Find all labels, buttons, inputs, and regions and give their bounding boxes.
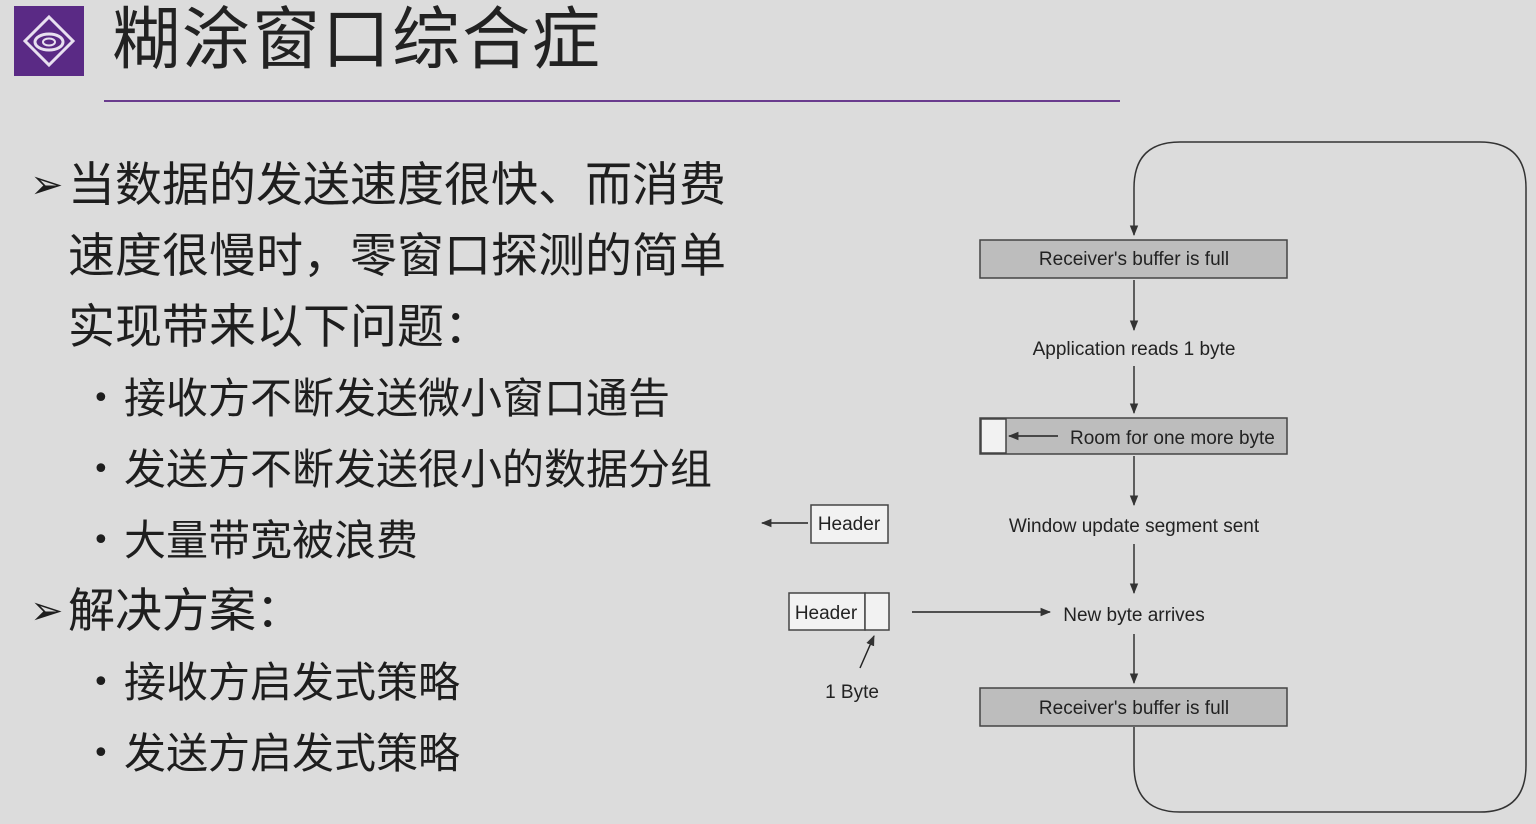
bullet-text: 当数据的发送速度很快、而消费速度很慢时，零窗口探测的简单实现带来以下问题： (68, 158, 726, 355)
arrow-bullet-icon: ➢ (30, 588, 64, 634)
dot-bullet-icon: • (92, 665, 110, 700)
byte-pointer-arrow (859, 635, 875, 669)
dot-bullet-icon: • (92, 736, 110, 771)
bullet-text: 解决方案： (68, 584, 303, 639)
header-label: Header (818, 514, 881, 535)
sub-bullet: • 发送方启发式策略 (30, 718, 750, 789)
buffer-full-label: Receiver's buffer is full (1039, 698, 1229, 719)
sub-bullet: • 接收方启发式策略 (30, 647, 750, 718)
dot-bullet-icon: • (92, 381, 110, 416)
free-byte-slot (980, 418, 1007, 454)
sub-bullet: • 大量带宽被浪费 (30, 505, 750, 576)
buffer-full-label: Receiver's buffer is full (1039, 249, 1229, 270)
sub-bullet: • 接收方不断发送微小窗口通告 (30, 363, 750, 434)
page-title: 糊涂窗口综合症 (112, 1, 603, 80)
loop-connector (1129, 141, 1527, 813)
room-label: Room for one more byte (1070, 428, 1275, 449)
data-segment-box (788, 592, 866, 631)
header-label: Header (795, 603, 858, 624)
bullet-content: ➢ 当数据的发送速度很快、而消费速度很慢时，零窗口探测的简单实现带来以下问题： … (30, 150, 750, 789)
sub-bullet-text: 接收方启发式策略 (124, 658, 461, 707)
sub-bullet-text: 发送方不断发送很小的数据分组 (124, 445, 713, 494)
dot-bullet-icon: • (92, 523, 110, 558)
sub-bullet-text: 大量带宽被浪费 (124, 516, 419, 565)
bullet-point: ➢ 解决方案： (30, 576, 750, 647)
dot-bullet-icon: • (92, 452, 110, 487)
one-byte-label: 1 Byte (825, 682, 879, 703)
bullet-point: ➢ 当数据的发送速度很快、而消费速度很慢时，零窗口探测的简单实现带来以下问题： (30, 150, 750, 363)
app-reads-label: Application reads 1 byte (1033, 339, 1236, 360)
sub-bullet: • 发送方不断发送很小的数据分组 (30, 434, 750, 505)
buffer-full-box (979, 687, 1288, 727)
buffer-full-box (979, 239, 1288, 279)
logo-icon (14, 6, 84, 76)
window-update-label: Window update segment sent (1009, 516, 1260, 537)
header-segment-box (810, 504, 889, 544)
sub-bullet-text: 接收方不断发送微小窗口通告 (124, 374, 671, 423)
new-byte-label: New byte arrives (1063, 605, 1205, 626)
title-divider (104, 100, 1120, 102)
byte-slot (864, 592, 890, 631)
arrow-bullet-icon: ➢ (30, 162, 64, 208)
sub-bullet-text: 发送方启发式策略 (124, 729, 461, 778)
